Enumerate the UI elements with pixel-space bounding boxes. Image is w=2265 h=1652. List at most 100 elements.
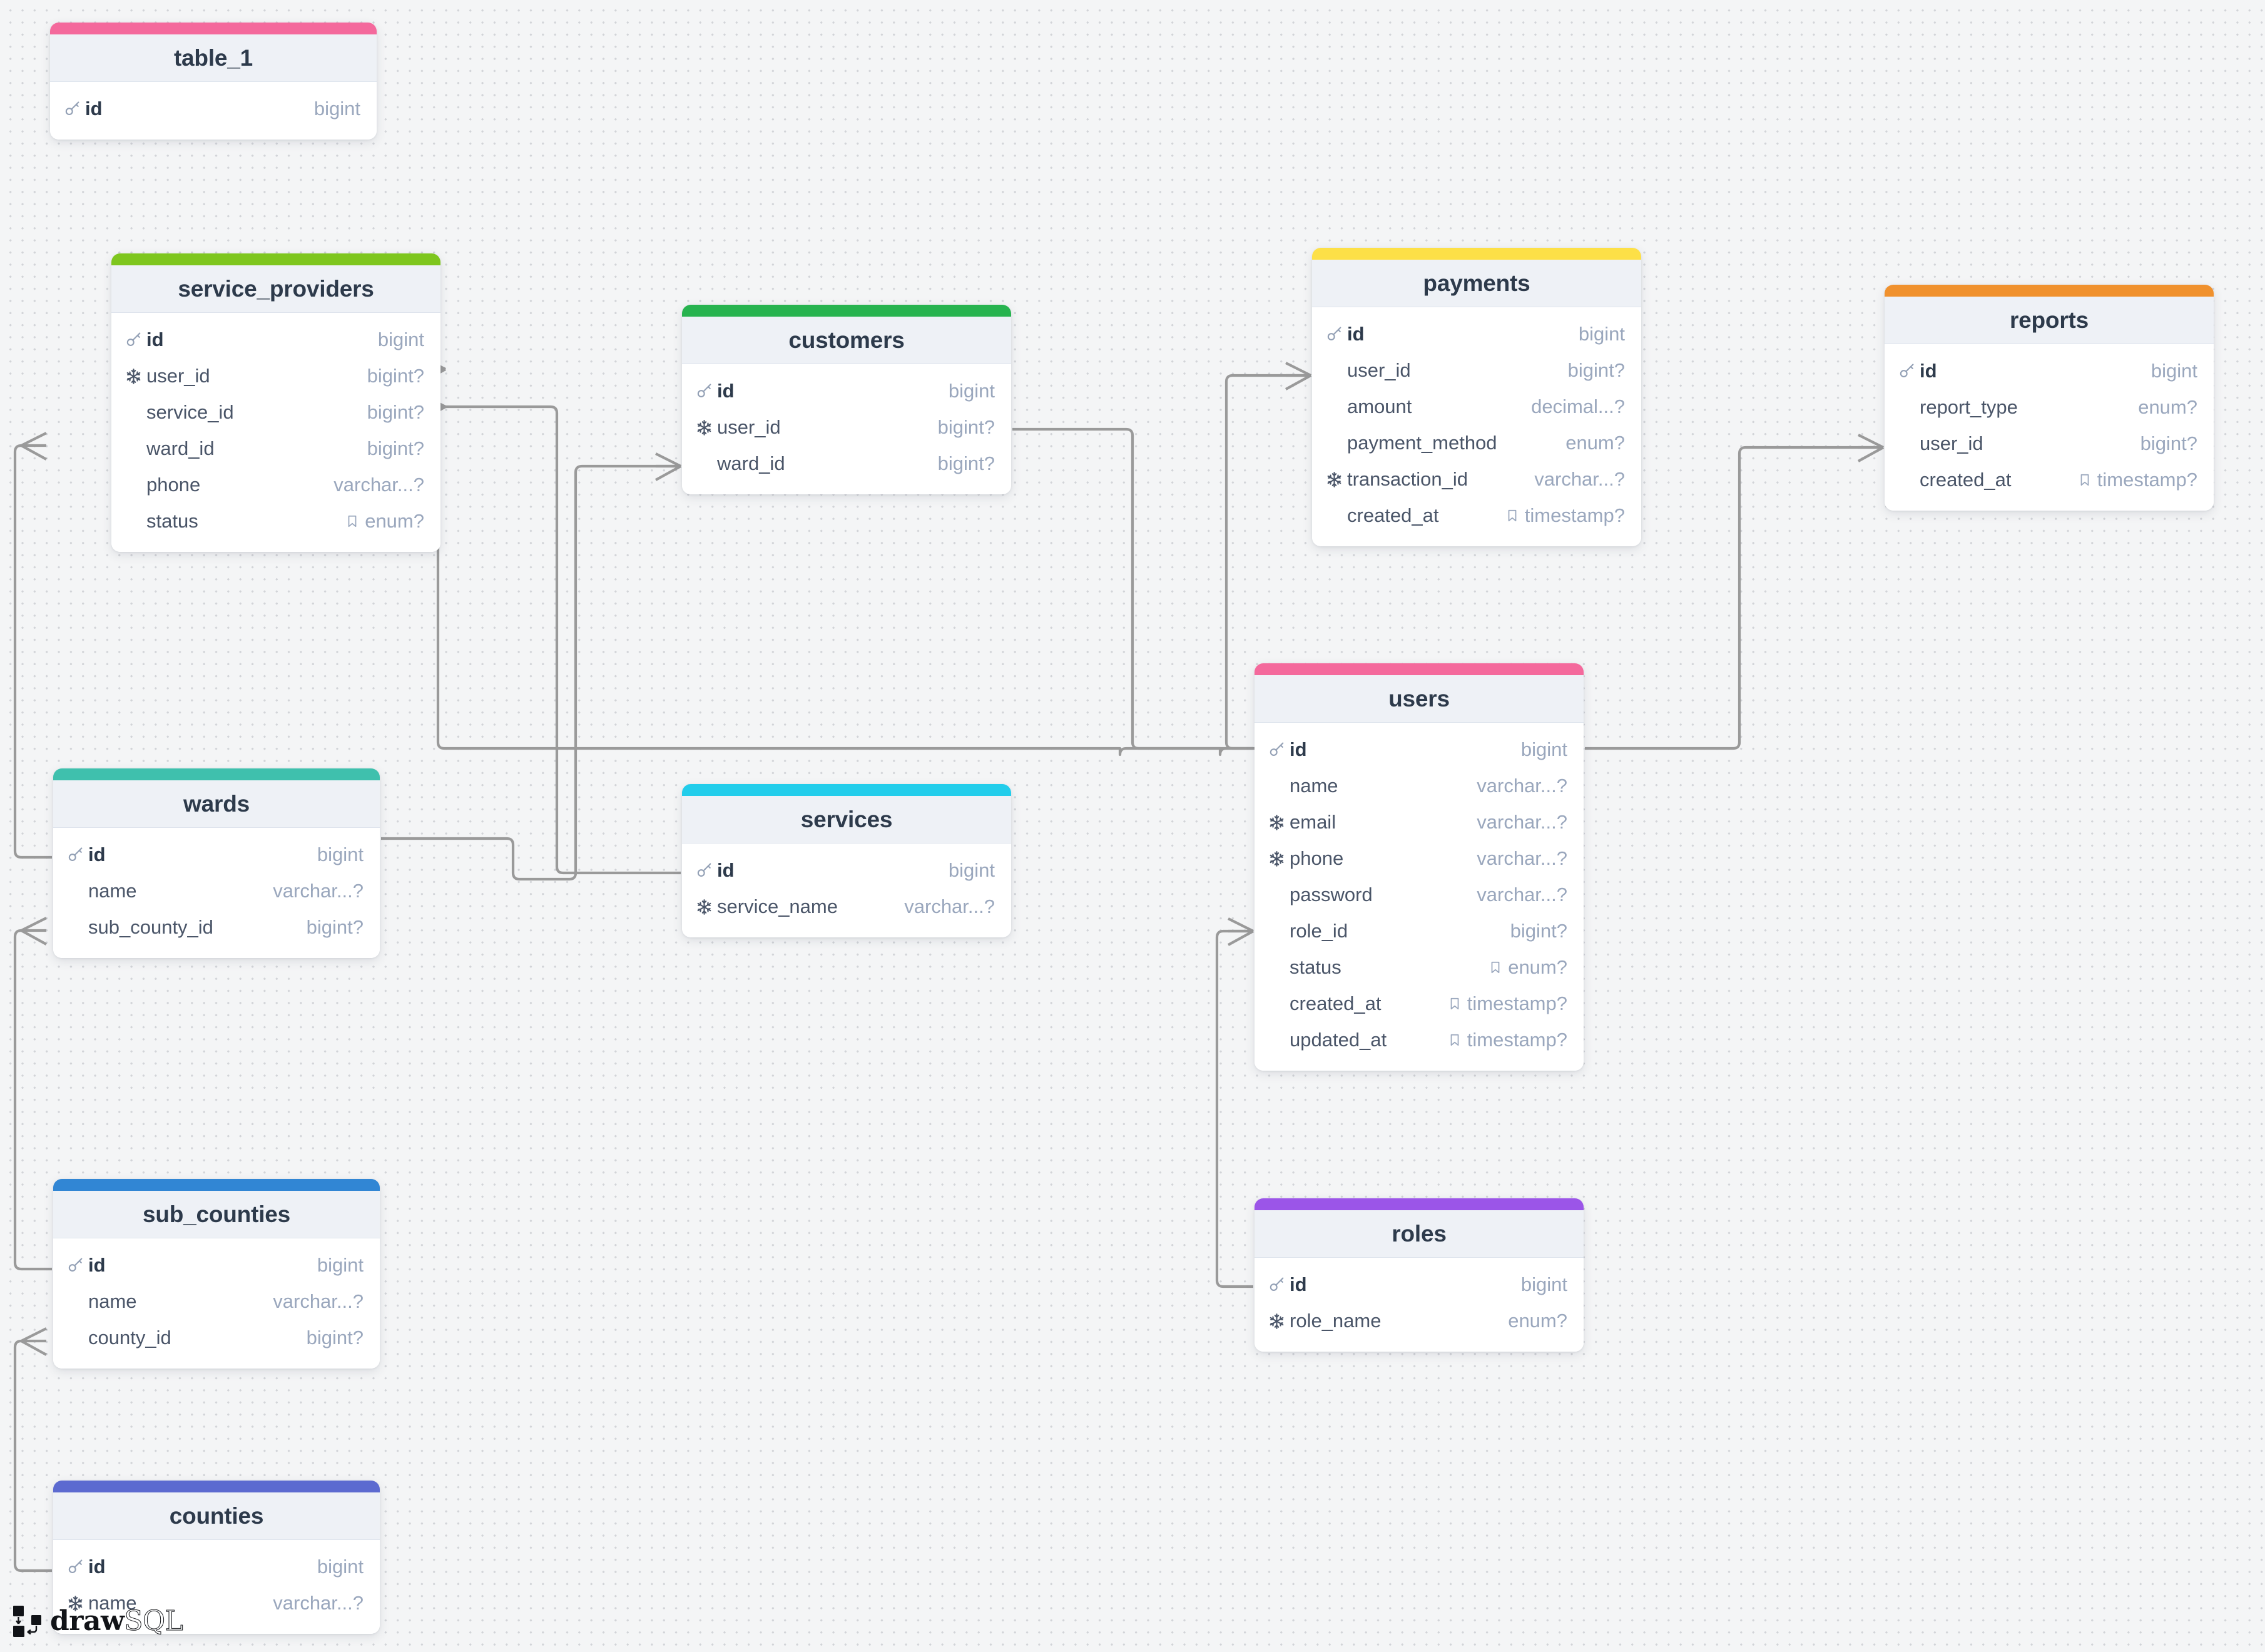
table-accent-bar xyxy=(50,23,377,34)
table-header[interactable]: table_1 xyxy=(50,34,377,82)
column-left: county_id xyxy=(67,1327,292,1349)
column-name: status xyxy=(1290,956,1341,978)
column-name: phone xyxy=(146,474,201,496)
table-header[interactable]: counties xyxy=(53,1492,380,1540)
column-type: bigint? xyxy=(1553,359,1625,382)
column-type-label: bigint? xyxy=(937,452,995,474)
column-left: service_name xyxy=(696,895,889,918)
column-type-label: bigint? xyxy=(306,916,364,938)
table-header[interactable]: customers xyxy=(682,317,1011,364)
column-left: service_id xyxy=(125,401,352,424)
column-type-label: varchar...? xyxy=(273,1290,364,1312)
column-type: bigint xyxy=(363,329,424,351)
table-header[interactable]: sub_counties xyxy=(53,1191,380,1238)
column-type-label: bigint? xyxy=(1567,359,1625,381)
table-column-row[interactable]: report_type enum? xyxy=(1885,389,2214,426)
table-header[interactable]: service_providers xyxy=(111,265,440,313)
table-column-row[interactable]: name varchar...? xyxy=(53,1283,380,1320)
column-type: varchar...? xyxy=(1462,884,1567,906)
column-type: bigint xyxy=(934,380,995,402)
column-left: id xyxy=(696,380,934,402)
table-header[interactable]: wards xyxy=(53,780,380,828)
key-icon xyxy=(68,1258,83,1272)
table-header[interactable]: payments xyxy=(1312,260,1641,307)
key-icon-slot xyxy=(696,861,717,880)
column-type-label: varchar...? xyxy=(1477,847,1567,869)
column-type: varchar...? xyxy=(258,880,364,902)
key-icon-slot xyxy=(1898,362,1920,380)
table-header[interactable]: services xyxy=(682,796,1011,844)
column-icon-empty xyxy=(1898,434,1920,453)
table-name: payments xyxy=(1423,270,1530,296)
column-type-label: decimal...? xyxy=(1531,395,1625,417)
column-left: user_id xyxy=(696,416,923,439)
column-type-label: bigint? xyxy=(1510,920,1567,942)
bookmark-icon xyxy=(1491,961,1500,974)
table-header[interactable]: users xyxy=(1255,675,1584,723)
table-header[interactable]: roles xyxy=(1255,1210,1584,1258)
table-header[interactable]: reports xyxy=(1885,297,2214,344)
column-name: id xyxy=(85,98,103,120)
edge-service-providers-to-wards xyxy=(13,444,52,859)
table-name: service_providers xyxy=(178,275,374,302)
column-name: report_type xyxy=(1920,396,2018,418)
column-left: name xyxy=(67,1290,258,1313)
column-left: transaction_id xyxy=(1326,468,1519,491)
column-left: payment_method xyxy=(1326,432,1550,454)
column-type-label: enum? xyxy=(2138,396,2197,418)
